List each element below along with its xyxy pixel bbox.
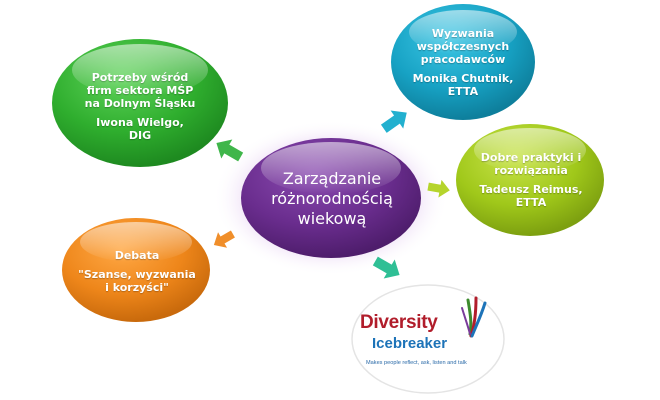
node-green-shine <box>72 44 208 96</box>
arrow-to-blue <box>380 110 407 133</box>
node-green-title: Potrzeby wśród firm sektora MŚP na Dolny… <box>84 70 196 110</box>
center-label: Zarządzanie różnorodnością wiekową <box>271 169 393 228</box>
logo-ellipse <box>351 284 505 394</box>
center-shine <box>261 142 401 194</box>
node-green-text: Potrzeby wśród firm sektora MŚP na Dolny… <box>64 58 216 154</box>
node-blue-speaker: Monika Chutnik, ETTA <box>412 71 514 98</box>
arrow-to-lime <box>427 179 450 198</box>
logo-word-diversity: Diversity <box>360 312 438 333</box>
arrow-to-green <box>216 139 244 162</box>
logo-tagline: Makes people reflect, ask, listen and ta… <box>366 360 467 366</box>
arrow-to-logo <box>372 256 400 279</box>
logo-strokes <box>461 296 487 338</box>
node-green-speaker: Iwona Wielgo, DIG <box>96 115 184 142</box>
node-lime-speaker: Tadeusz Reimus, ETTA <box>479 183 583 209</box>
node-lime-title: Dobre praktyki i rozwiązania <box>480 151 582 177</box>
node-blue-shine <box>409 10 517 54</box>
node-orange-title: Debata <box>114 248 160 262</box>
arrow-to-orange <box>213 230 235 248</box>
node-blue-title: Wyzwania współczesnych pracodawców <box>416 26 510 66</box>
node-orange-shine <box>80 222 192 262</box>
node-lime-shine <box>474 128 586 172</box>
node-orange-text: Debata "Szanse, wyzwania i korzyści" <box>72 236 202 306</box>
node-blue-text: Wyzwania współczesnych pracodawców Monik… <box>400 12 526 112</box>
node-orange-speaker: "Szanse, wyzwania i korzyści" <box>78 267 196 294</box>
node-lime-text: Dobre praktyki i rozwiązania Tadeusz Rei… <box>466 138 596 222</box>
logo-word-icebreaker: Icebreaker <box>372 335 448 352</box>
